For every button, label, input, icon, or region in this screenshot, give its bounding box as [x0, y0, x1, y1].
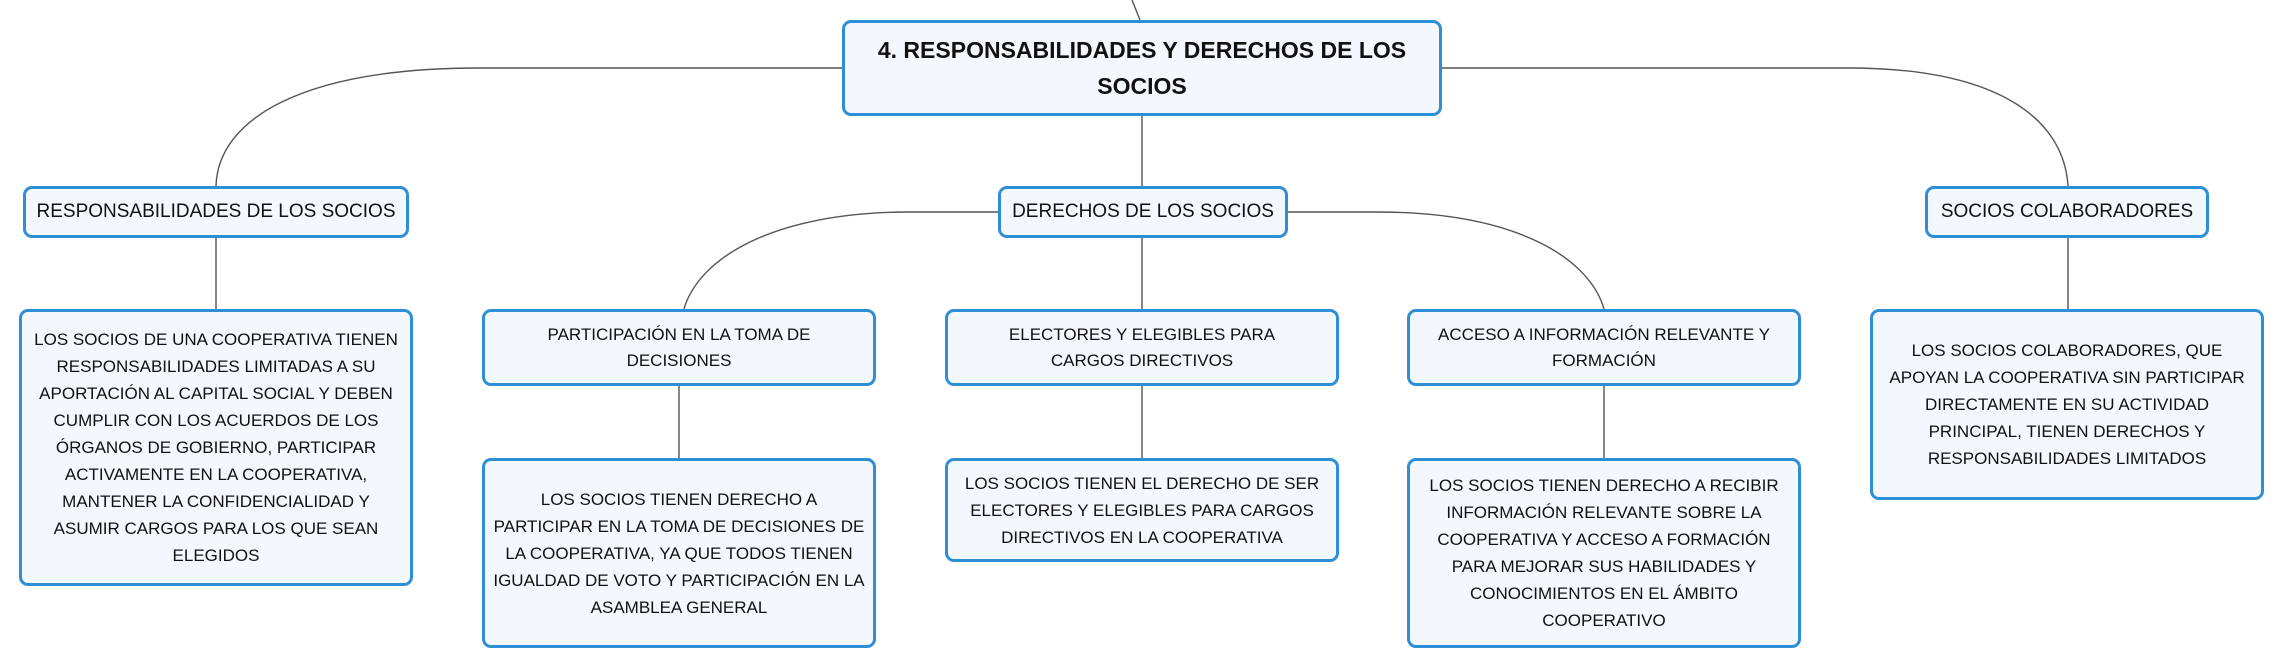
topic-responsabilidades[interactable]: RESPONSABILIDADES DE LOS SOCIOS	[23, 186, 409, 238]
topic-derechos[interactable]: DERECHOS DE LOS SOCIOS	[998, 186, 1288, 238]
root-topic-label: 4. RESPONSABILIDADES Y DERECHOS DE LOS S…	[877, 37, 1407, 99]
detail-responsabilidades-text: LOS SOCIOS DE UNA COOPERATIVA TIENEN RES…	[34, 330, 398, 565]
connector-root-colaboradores	[1442, 67, 2069, 187]
detail-participacion[interactable]: LOS SOCIOS TIENEN DERECHO A PARTICIPAR E…	[482, 458, 876, 648]
subtopic-electores[interactable]: ELECTORES Y ELEGIBLES PARA CARGOS DIRECT…	[945, 309, 1339, 386]
detail-acceso[interactable]: LOS SOCIOS TIENEN DERECHO A RECIBIR INFO…	[1407, 458, 1801, 648]
detail-colaboradores[interactable]: LOS SOCIOS COLABORADORES, QUE APOYAN LA …	[1870, 309, 2264, 500]
topic-responsabilidades-label: RESPONSABILIDADES DE LOS SOCIOS	[36, 201, 396, 222]
subtopic-participacion-label: PARTICIPACIÓN EN LA TOMA DE DECISIONES	[547, 324, 811, 370]
subtopic-participacion[interactable]: PARTICIPACIÓN EN LA TOMA DE DECISIONES	[482, 309, 876, 386]
detail-acceso-text: LOS SOCIOS TIENEN DERECHO A RECIBIR INFO…	[1429, 476, 1779, 630]
detail-electores[interactable]: LOS SOCIOS TIENEN EL DERECHO DE SER ELEC…	[945, 458, 1339, 562]
detail-colaboradores-text: LOS SOCIOS COLABORADORES, QUE APOYAN LA …	[1889, 341, 2245, 468]
subtopic-electores-label: ELECTORES Y ELEGIBLES PARA CARGOS DIRECT…	[1008, 324, 1276, 370]
connector-derechos-acceso	[1288, 211, 1605, 310]
connector-derechos-participacion	[683, 211, 998, 310]
topic-colaboradores[interactable]: SOCIOS COLABORADORES	[1925, 186, 2209, 238]
root-topic[interactable]: 4. RESPONSABILIDADES Y DERECHOS DE LOS S…	[842, 20, 1442, 116]
detail-participacion-text: LOS SOCIOS TIENEN DERECHO A PARTICIPAR E…	[493, 489, 865, 617]
subtopic-acceso[interactable]: ACCESO A INFORMACIÓN RELEVANTE Y FORMACI…	[1407, 309, 1801, 386]
connector-root-responsabilidades	[215, 67, 842, 187]
subtopic-acceso-label: ACCESO A INFORMACIÓN RELEVANTE Y FORMACI…	[1438, 324, 1770, 370]
detail-electores-text: LOS SOCIOS TIENEN EL DERECHO DE SER ELEC…	[964, 473, 1320, 547]
topic-colaboradores-label: SOCIOS COLABORADORES	[1940, 201, 2194, 222]
detail-responsabilidades[interactable]: LOS SOCIOS DE UNA COOPERATIVA TIENEN RES…	[19, 309, 413, 586]
topic-derechos-label: DERECHOS DE LOS SOCIOS	[1012, 201, 1274, 222]
connector-root-parent	[1131, 0, 1141, 21]
